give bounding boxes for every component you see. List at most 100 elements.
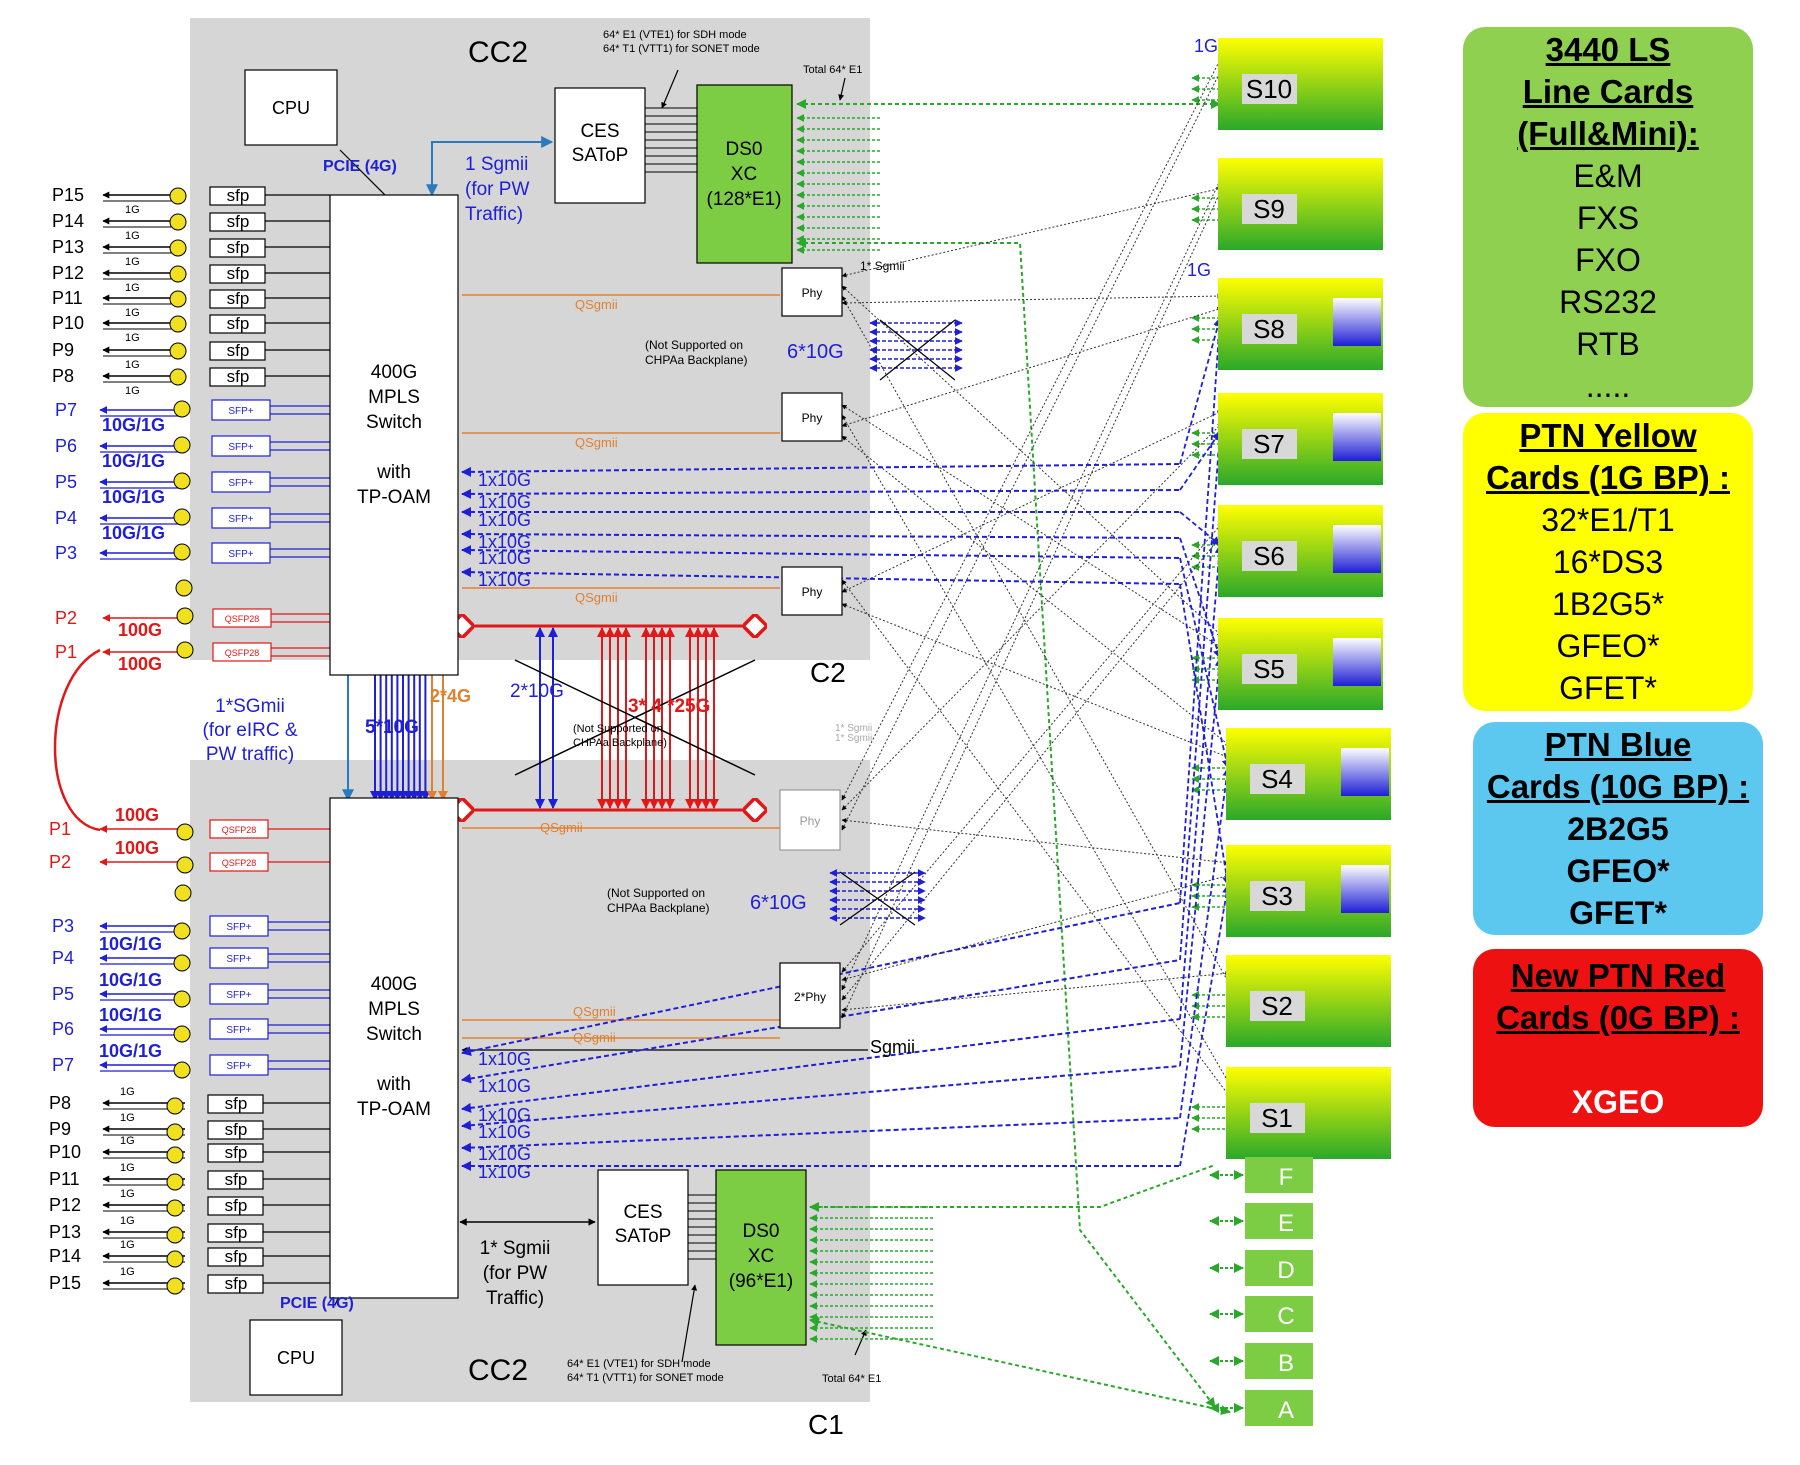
top-e1-note: 64* T1 (VTT1) for SONET mode bbox=[603, 43, 760, 55]
sfp-box bbox=[207, 1143, 264, 1163]
top-phy-label: Phy bbox=[802, 411, 823, 425]
sfp-label: sfp bbox=[227, 264, 250, 283]
sfpp-box bbox=[209, 915, 269, 937]
blue-slot-link bbox=[1179, 317, 1223, 465]
top-total-label: Total 64* E1 bbox=[803, 64, 862, 76]
bottom-ces-label: CES bbox=[623, 1202, 662, 1223]
middle-sgmii-label: 1*SGmii bbox=[215, 696, 285, 717]
port-speed-label: 10G/1G bbox=[102, 523, 165, 543]
port-speed-label: 1G bbox=[125, 204, 140, 216]
top-ces bbox=[554, 87, 646, 204]
port-speed-label: 10G/1G bbox=[102, 415, 165, 435]
phy-slot-link bbox=[841, 67, 1223, 831]
slot-label-bg bbox=[1250, 991, 1305, 1021]
slot-blue-marker bbox=[1333, 298, 1381, 346]
slot-label-bg bbox=[1250, 764, 1305, 794]
legend-blue-title-1: PTN Blue bbox=[1544, 726, 1692, 763]
legend-green-line-cards: 3440 LS Line Cards (Full&Mini): E&M FXS … bbox=[1463, 27, 1753, 407]
sfp-label: sfp bbox=[225, 1196, 248, 1215]
bottom-pcie-label: PCIE (4G) bbox=[280, 1295, 354, 1312]
top-cpu-label: CPU bbox=[272, 98, 310, 118]
sfpp-label: SFP+ bbox=[226, 922, 251, 933]
sfpp-box bbox=[211, 435, 271, 457]
top-switch bbox=[329, 194, 459, 676]
sfpp-label: SFP+ bbox=[226, 1061, 251, 1072]
phy-slot-link bbox=[841, 873, 1231, 982]
sfpp-box bbox=[209, 983, 269, 1005]
qsfp-box bbox=[209, 819, 269, 839]
connector-icon bbox=[173, 400, 191, 418]
legend-yellow-item: 1B2G5* bbox=[1551, 586, 1665, 622]
port-speed-label: 100G bbox=[118, 620, 162, 640]
blue-slot-link bbox=[1179, 431, 1221, 491]
slot-label-bg bbox=[1250, 1103, 1305, 1133]
sfp-label: sfp bbox=[225, 1247, 248, 1266]
sfp-label: sfp bbox=[227, 367, 250, 386]
port-label: P2 bbox=[55, 608, 77, 628]
connector-icon bbox=[166, 1250, 184, 1268]
sfp-box bbox=[209, 212, 266, 232]
bottom-six10g-label: 6*10G bbox=[750, 892, 807, 914]
sfp-box bbox=[207, 1170, 264, 1190]
top-pcie-label: PCIE (4G) bbox=[323, 158, 397, 175]
p1-loop-link bbox=[53, 648, 101, 832]
top-cpu bbox=[244, 69, 338, 146]
connector-icon bbox=[169, 368, 187, 386]
port-label: P14 bbox=[49, 1246, 81, 1266]
phy-slot-link bbox=[841, 414, 1231, 1086]
phy-slot-link bbox=[841, 175, 1223, 991]
sfp-label: sfp bbox=[227, 314, 250, 333]
legend-green-item: E&M bbox=[1573, 158, 1643, 194]
bottom-phy2 bbox=[779, 962, 841, 1029]
sfpp-label: SFP+ bbox=[228, 549, 253, 560]
top-ds0-label: DS0 bbox=[726, 139, 763, 160]
connector-icon bbox=[169, 187, 187, 205]
port-speed-label: 10G/1G bbox=[99, 1005, 162, 1025]
port-speed-label: 1G bbox=[125, 332, 140, 344]
sfpp-box bbox=[211, 507, 271, 529]
middle-sgmii-label: (for eIRC & bbox=[202, 720, 297, 741]
legend-yellow-cards: PTN Yellow Cards (1G BP) : 32*E1/T1 16*D… bbox=[1463, 413, 1753, 711]
sfp-box bbox=[209, 341, 266, 361]
port-speed-label: 1G bbox=[125, 359, 140, 371]
legend-red-item: XGEO bbox=[1571, 1084, 1665, 1120]
small-slot-label: B bbox=[1278, 1350, 1294, 1377]
top-10g-label: 1x10G bbox=[478, 532, 531, 552]
sfpp-label: SFP+ bbox=[226, 990, 251, 1001]
sfpp-label: SFP+ bbox=[228, 514, 253, 525]
bottom-e1-note: 64* T1 (VTT1) for SONET mode bbox=[567, 1372, 724, 1384]
port-label: P1 bbox=[55, 642, 77, 662]
legend-red-item bbox=[1473, 1039, 1763, 1081]
sfpp-label: SFP+ bbox=[228, 406, 253, 417]
small-slot-f bbox=[1245, 1157, 1313, 1193]
blue-slot-link bbox=[1179, 767, 1232, 1119]
connector-icon bbox=[173, 1025, 191, 1043]
port-speed-label: 1G bbox=[120, 1086, 135, 1098]
bottom-ds0-label: XC bbox=[748, 1246, 774, 1267]
small-slot-label: A bbox=[1278, 1397, 1294, 1424]
sfpp-label: SFP+ bbox=[226, 1025, 251, 1036]
slot-label-bg bbox=[1242, 654, 1297, 684]
port-label: P14 bbox=[52, 211, 84, 231]
sfpp-box bbox=[211, 471, 271, 493]
connector-icon bbox=[166, 1146, 184, 1164]
phy-slot-link bbox=[841, 579, 1231, 1098]
sfpp-box bbox=[211, 542, 271, 564]
connector-icon bbox=[173, 508, 191, 526]
connector-icon bbox=[169, 315, 187, 333]
legend-yellow-item: 32*E1/T1 bbox=[1541, 502, 1675, 538]
top-qsgmii-label: QSgmii bbox=[575, 435, 618, 450]
port-label: P3 bbox=[52, 916, 74, 936]
port-label: P13 bbox=[49, 1222, 81, 1242]
sfpp-label: SFP+ bbox=[228, 442, 253, 453]
connector-icon bbox=[166, 1277, 184, 1295]
top-cc-label: CC2 bbox=[468, 36, 528, 69]
port-label: P4 bbox=[55, 508, 77, 528]
legend-yellow-item: GFEO* bbox=[1556, 628, 1660, 664]
port-label: P9 bbox=[49, 1119, 71, 1139]
phy-slot-link bbox=[841, 818, 1231, 865]
qsfp-label: QSFP28 bbox=[225, 648, 260, 658]
blue-slot-link bbox=[1179, 583, 1232, 886]
port-label: P7 bbox=[55, 400, 77, 420]
slot-speed-label: 1G bbox=[1194, 36, 1218, 56]
